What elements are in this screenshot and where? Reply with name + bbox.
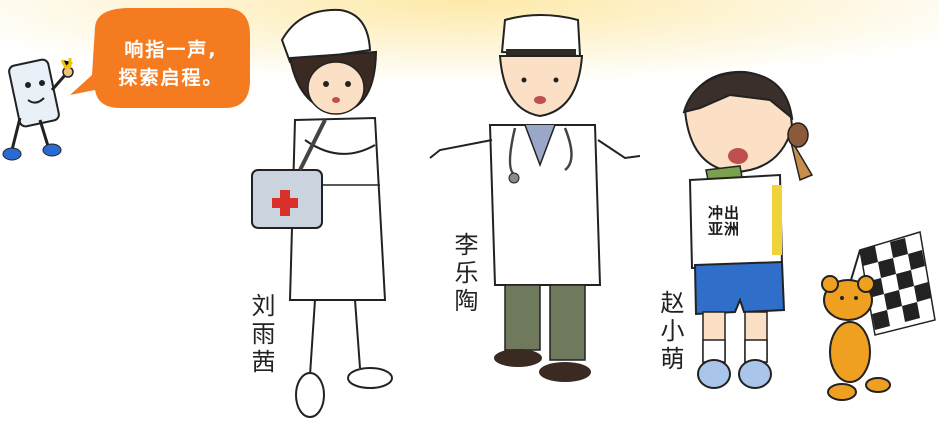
stethoscope-icon xyxy=(508,127,573,184)
mascot-icon xyxy=(2,58,74,161)
speech-bubble-line-2: 探索启程。 xyxy=(118,67,224,89)
bear-icon xyxy=(821,275,891,401)
speech-bubble-text: 响指一声, 探索启程。 xyxy=(96,36,246,92)
ice-cream-icon xyxy=(787,122,814,182)
shirt-text: 冲出 亚洲 xyxy=(708,205,740,237)
shirt-text-line-2: 亚洲 xyxy=(708,220,741,238)
speech-bubble-line-1: 响指一声, xyxy=(124,39,218,61)
character-name-2: 李乐陶 xyxy=(450,232,478,316)
shirt-text-line-1: 冲出 xyxy=(708,204,741,222)
speech-bubble xyxy=(70,8,250,108)
character-name-3: 赵小萌 xyxy=(656,290,684,374)
first-aid-kit-icon xyxy=(251,119,327,229)
checkered-flag-icon xyxy=(844,231,936,336)
character-name-1: 刘雨茜 xyxy=(247,293,275,377)
